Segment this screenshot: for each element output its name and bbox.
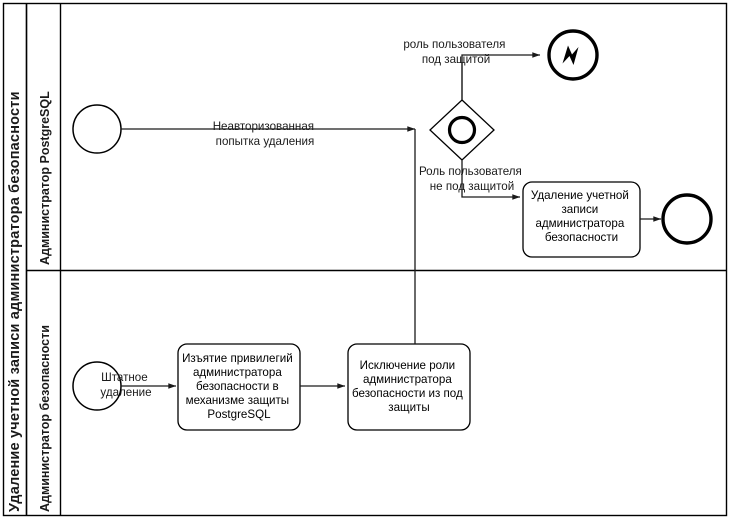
end-event-success[interactable] bbox=[661, 193, 713, 245]
task-revoke-privileges-box bbox=[177, 343, 301, 431]
task-exclude-role-label: Исключение роли администратора безопасно… bbox=[352, 359, 466, 414]
task-exclude-role[interactable]: Исключение роли администратора безопасно… bbox=[347, 343, 471, 431]
lane-label-security-admin: Администратор безопасности bbox=[38, 325, 52, 512]
task-revoke-privileges-label: Изъятие привилегий администратора безопа… bbox=[182, 352, 296, 421]
flow-label-normal-deletion: Штатное удаление bbox=[100, 371, 151, 399]
lightning-bolt-icon bbox=[562, 45, 579, 65]
flow-label-unauthorized: Неавторизованная попытка удаления bbox=[213, 120, 318, 148]
task-delete-account[interactable]: Удаление учетной записи администратора б… bbox=[522, 181, 641, 258]
circle-icon bbox=[447, 115, 477, 145]
end-event-error[interactable] bbox=[547, 29, 599, 81]
start-event-unauthorized[interactable] bbox=[72, 104, 122, 154]
task-exclude-role-box bbox=[347, 343, 471, 431]
lane-label-postgresql: Администратор PostgreSQL bbox=[38, 91, 52, 265]
task-revoke-privileges[interactable]: Изъятие привилегий администратора безопа… bbox=[177, 343, 301, 431]
task-delete-account-label: Удаление учетной записи администратора б… bbox=[531, 189, 632, 244]
flow-label-role-unprotected: Роль пользователя не под защитой bbox=[419, 165, 525, 193]
pool-title: Удаление учетной записи администратора б… bbox=[7, 91, 23, 512]
flow-gateway-to-delete-task bbox=[461, 160, 521, 200]
flow-label-role-protected: роль пользователя под защитой bbox=[403, 38, 508, 66]
gateway-role-protection[interactable] bbox=[429, 99, 495, 161]
